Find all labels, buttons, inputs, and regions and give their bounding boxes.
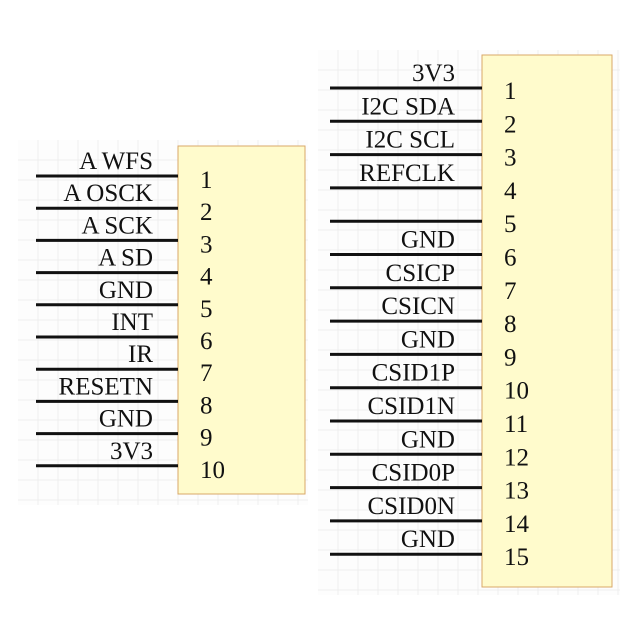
pin-number: 15 <box>504 544 529 571</box>
connector-body <box>481 54 613 588</box>
pin-number: 14 <box>504 511 530 538</box>
net-label: CSID1P <box>372 360 455 387</box>
pin-number: 6 <box>200 328 213 355</box>
net-label: I2C SCL <box>365 127 455 154</box>
pin-number: 5 <box>200 296 213 323</box>
net-label: GND <box>401 227 455 254</box>
net-label: CSICN <box>381 293 455 320</box>
pin-number: 11 <box>504 411 528 438</box>
pin-number: 10 <box>504 378 529 405</box>
net-label: GND <box>99 277 153 304</box>
net-label: GND <box>401 426 455 453</box>
pin-number: 3 <box>200 231 213 258</box>
net-label: A WFS <box>79 148 153 175</box>
pin-number: 13 <box>504 478 529 505</box>
net-label: CSID1N <box>367 393 455 420</box>
pin-number: 9 <box>504 344 517 371</box>
pin-number: 8 <box>504 311 517 338</box>
net-label: 3V3 <box>412 60 455 87</box>
pin-number: 9 <box>200 425 213 452</box>
pin-number: 1 <box>200 167 213 194</box>
net-label: INT <box>111 309 153 336</box>
net-label: GND <box>401 326 455 353</box>
pin-number: 6 <box>504 245 517 272</box>
pin-number: 10 <box>200 457 225 484</box>
net-label: RESETN <box>59 373 153 400</box>
net-label: CSID0P <box>372 460 455 487</box>
net-label: I2C SDA <box>361 93 455 120</box>
pin-number: 7 <box>504 278 517 305</box>
pin-number: 7 <box>200 360 213 387</box>
pin-number: 2 <box>200 199 213 226</box>
net-label: CSID0N <box>367 493 455 520</box>
connector-body <box>177 145 306 495</box>
pin-number: 4 <box>200 264 213 291</box>
pin-number: 3 <box>504 145 517 172</box>
net-label: A SD <box>98 245 153 272</box>
pin-number: 4 <box>504 178 517 205</box>
net-label: 3V3 <box>110 438 153 465</box>
net-label: REFCLK <box>359 160 455 187</box>
net-label: IR <box>128 341 153 368</box>
pin-number: 1 <box>504 78 517 105</box>
pin-number: 2 <box>504 111 517 138</box>
pin-number: 5 <box>504 211 517 238</box>
net-label: A OSCK <box>63 180 153 207</box>
pin-number: 12 <box>504 444 529 471</box>
pin-number: 8 <box>200 392 213 419</box>
net-label: GND <box>99 406 153 433</box>
net-label: A SCK <box>81 212 153 239</box>
net-label: CSICP <box>386 260 455 287</box>
net-label: GND <box>401 526 455 553</box>
